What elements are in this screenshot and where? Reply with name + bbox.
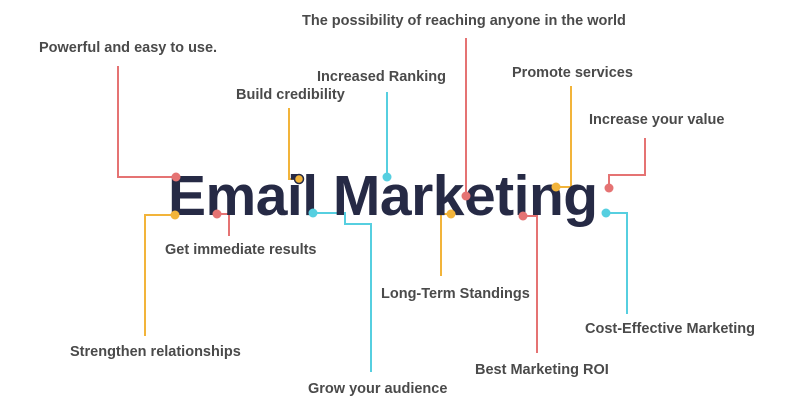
dot-value (604, 183, 614, 193)
label-grow: Grow your audience (308, 381, 448, 397)
dot-reach (461, 191, 471, 201)
connector-value (608, 138, 646, 188)
label-credibility: Build credibility (236, 87, 345, 103)
dot-ranking (382, 172, 392, 182)
label-value: Increase your value (589, 112, 725, 128)
label-reach: The possibility of reaching anyone in th… (302, 13, 626, 29)
label-costeffective: Cost-Effective Marketing (585, 321, 756, 337)
connector-roi (523, 215, 538, 353)
dot-strengthen (170, 210, 180, 220)
connector-promote (556, 86, 572, 188)
connector-strengthen (144, 214, 175, 336)
dot-credibility (293, 173, 305, 185)
connector-grow (313, 212, 372, 372)
connector-costeffective (606, 212, 628, 314)
label-powerful: Powerful and easy to use. (39, 40, 218, 56)
dot-grow (308, 208, 318, 218)
dot-promote (551, 182, 561, 192)
label-longterm: Long-Term Standings (381, 286, 530, 302)
dot-longterm (446, 209, 456, 219)
dot-powerful (171, 172, 181, 182)
label-roi: Best Marketing ROI (475, 362, 609, 378)
dot-immediate (212, 209, 222, 219)
connector-powerful (117, 66, 176, 178)
dot-costeffective (601, 208, 611, 218)
dot-roi (518, 211, 528, 221)
label-promote: Promote services (512, 65, 633, 81)
label-strengthen: Strengthen relationships (70, 344, 241, 360)
label-immediate: Get immediate results (165, 242, 317, 258)
label-ranking: Increased Ranking (317, 69, 446, 85)
